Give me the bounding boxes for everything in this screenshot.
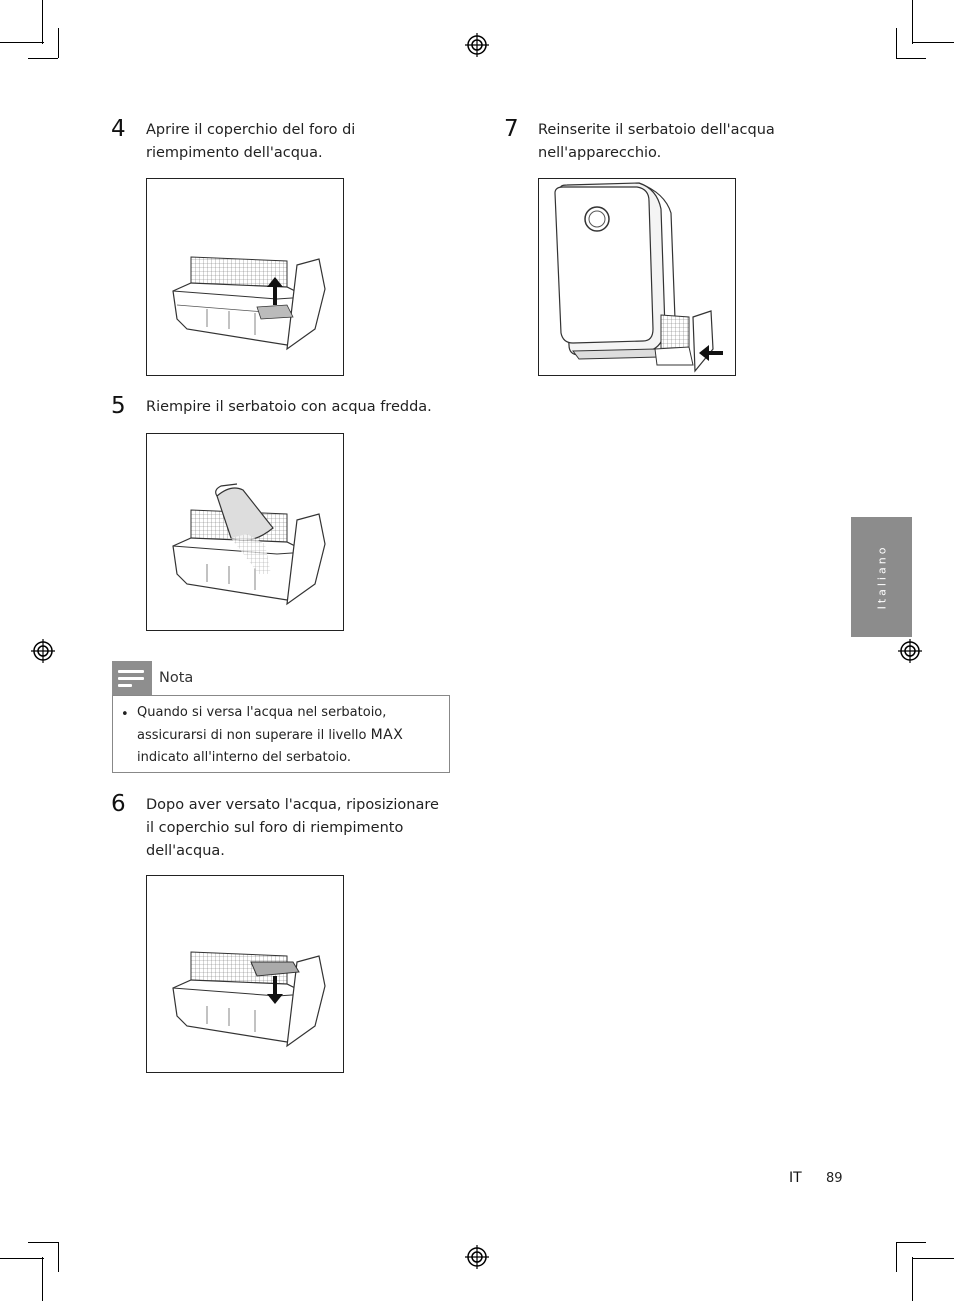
step-4-text: Aprire il coperchio del foro di riempime…	[146, 122, 356, 161]
step-7-number: 7	[504, 116, 519, 142]
note-bullet: •	[121, 707, 129, 722]
step-6-illustration	[146, 875, 344, 1073]
language-tab: Italiano	[851, 517, 912, 637]
step-7-text: Reinserite il serbatoio dell'acqua nell'…	[538, 122, 775, 161]
footer-language-code: IT	[789, 1170, 802, 1186]
note-label: Nota	[159, 670, 194, 686]
step-5-text: Riempire il serbatoio con acqua fredda.	[146, 399, 432, 415]
step-5-illustration	[146, 433, 344, 631]
step-6-text: Dopo aver versato l'acqua, riposizionare…	[146, 797, 439, 859]
note-text: Quando si versa l'acqua nel serbatoio, a…	[137, 705, 404, 765]
arrow-up-icon	[267, 277, 283, 305]
registration-mark-icon	[465, 1245, 489, 1269]
step-4-number: 4	[111, 116, 126, 142]
page-number: 89	[826, 1171, 843, 1186]
registration-mark-icon	[898, 639, 922, 663]
note-box: • Quando si versa l'acqua nel serbatoio,…	[112, 695, 450, 773]
language-tab-label: Italiano	[875, 544, 888, 610]
step-7-illustration	[538, 178, 736, 376]
note-icon	[112, 661, 152, 695]
step-5-number: 5	[111, 393, 126, 419]
step-6-number: 6	[111, 791, 126, 817]
registration-mark-icon	[465, 33, 489, 57]
arrow-right-icon	[699, 345, 723, 361]
registration-mark-icon	[31, 639, 55, 663]
arrow-down-icon	[267, 976, 283, 1004]
note-header: Nota	[112, 661, 193, 695]
step-4-illustration	[146, 178, 344, 376]
